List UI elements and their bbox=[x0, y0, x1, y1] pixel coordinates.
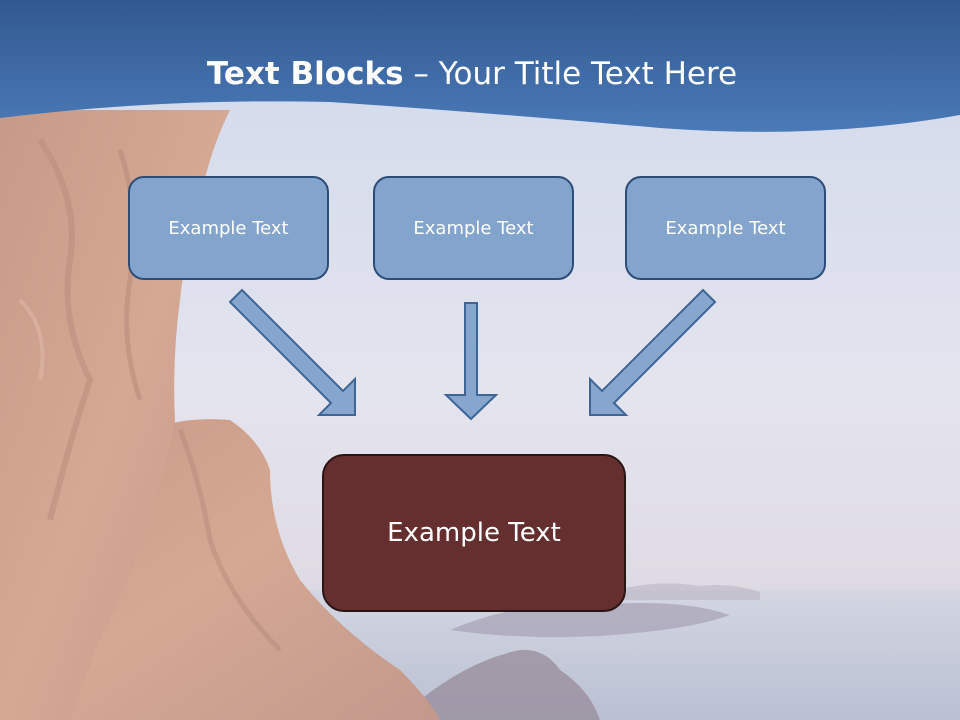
slide-title: Text Blocks – Your Title Text Here bbox=[0, 52, 944, 96]
target-text-block[interactable]: Example Text bbox=[322, 454, 626, 612]
arrow-left bbox=[228, 288, 356, 416]
arrow-center bbox=[443, 302, 499, 421]
text-block-2-label: Example Text bbox=[413, 217, 534, 239]
title-rest: – Your Title Text Here bbox=[403, 56, 738, 92]
text-block-1[interactable]: Example Text bbox=[128, 176, 329, 280]
title-bold: Text Blocks bbox=[206, 56, 404, 92]
text-block-2[interactable]: Example Text bbox=[373, 176, 574, 280]
text-block-3-label: Example Text bbox=[665, 217, 786, 239]
arrow-right bbox=[589, 288, 717, 416]
text-block-3[interactable]: Example Text bbox=[625, 176, 826, 280]
text-block-1-label: Example Text bbox=[168, 217, 289, 239]
target-text-block-label: Example Text bbox=[387, 518, 561, 548]
